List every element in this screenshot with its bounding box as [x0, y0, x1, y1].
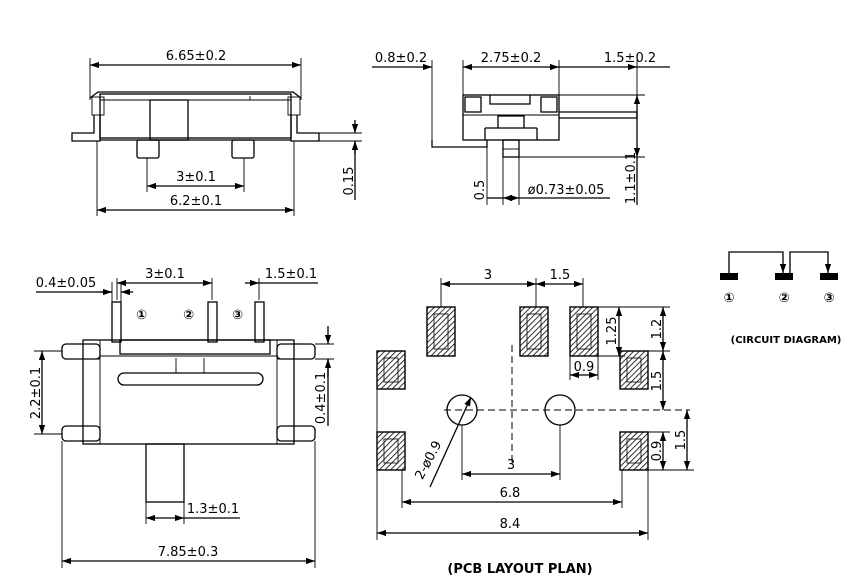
- side-pitch-label: 3±0.1: [176, 170, 216, 185]
- circuit-pin-1: ①: [723, 291, 734, 306]
- top-view: 0.4±0.05 3±0.1 1.5±0.1 ① ② ③: [29, 267, 334, 568]
- top-tab-label: 0.4±0.1: [314, 372, 329, 424]
- top-height-label: 2.2±0.1: [29, 367, 44, 419]
- side-view: 6.65±0.2 3±0.1 6.2±0.1: [71, 49, 362, 216]
- pcb-pad-h2-label: 0.9: [650, 441, 665, 462]
- side-thickness-label: 0.15: [342, 167, 357, 196]
- side-base-label: 6.2±0.1: [170, 194, 222, 209]
- top-pitch2-label: 1.5±0.1: [265, 267, 317, 282]
- pcb-caption: (PCB LAYOUT PLAN): [447, 562, 592, 577]
- pcb-pad-h-label: 1.25: [605, 317, 620, 346]
- pcb-row-gap2-label: 1.5: [650, 371, 665, 392]
- pin-width-label: 0.4±0.05: [36, 276, 97, 291]
- circuit-pin-3: ③: [823, 291, 834, 306]
- end-left-label: 0.8±0.2: [375, 51, 427, 66]
- pcb-lower-gap-label: 1.5: [674, 430, 689, 451]
- end-body: [431, 94, 638, 158]
- pcb-layout: 3 1.5 2-ø0.9 3: [376, 268, 694, 577]
- circuit-terminal-2: [775, 273, 793, 280]
- end-offset-label: 0.5: [473, 180, 488, 201]
- top-pin-3: ③: [232, 308, 243, 323]
- pcb-total-label: 8.4: [500, 517, 521, 532]
- end-shaft-label: ø0.73±0.05: [528, 183, 605, 198]
- pcb-span-label: 6.8: [500, 486, 521, 501]
- top-pin-1: ①: [136, 308, 147, 323]
- pcb-pad-w-label: 0.9: [574, 360, 595, 375]
- side-width-label: 6.65±0.2: [166, 49, 227, 64]
- top-body: [61, 339, 316, 503]
- end-body-label: 2.75±0.2: [481, 51, 542, 66]
- circuit-pin-2: ②: [778, 291, 789, 306]
- pcb-pads: [376, 306, 649, 471]
- circuit-diagram: ① ② ③ (CIRCUIT DIAGRAM): [720, 251, 842, 346]
- top-pin-2: ②: [183, 308, 194, 323]
- pcb-row-gap-label: 1.2: [650, 319, 665, 340]
- side-body: [71, 91, 320, 159]
- pcb-hole-label: 2-ø0.9: [413, 438, 446, 482]
- end-right-label: 1.5±0.2: [604, 51, 656, 66]
- pcb-pitch2-label: 1.5: [550, 268, 571, 283]
- top-pins: [111, 301, 265, 343]
- circuit-terminal-3: [820, 273, 838, 280]
- pcb-pitch-label: 3: [484, 268, 492, 283]
- circuit-terminal-1: [720, 273, 738, 280]
- pcb-hole-pitch-label: 3: [507, 458, 515, 473]
- end-height-label: 1.1±0.1: [624, 152, 639, 204]
- circuit-caption: (CIRCUIT DIAGRAM): [731, 335, 842, 346]
- end-view: 0.8±0.2 2.75±0.2 1.5±0.2 0.5 ø0.73±0.05: [372, 51, 670, 205]
- top-width-label: 7.85±0.3: [158, 545, 219, 560]
- top-actuator-label: 1.3±0.1: [187, 502, 239, 517]
- top-pitch-label: 3±0.1: [145, 267, 185, 282]
